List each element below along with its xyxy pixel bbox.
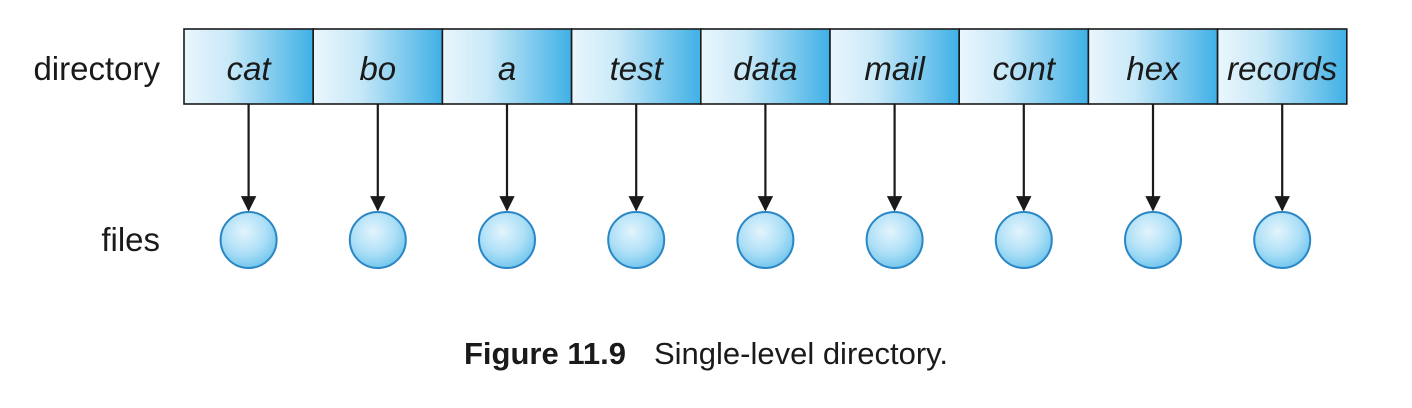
file-node-cont [994,211,1053,269]
file-node-data [736,211,795,269]
directory-entry-label: mail [864,50,926,87]
directory-entry-data: data [699,28,831,105]
file-node-hex [1124,211,1182,269]
file-node-bo [348,211,407,269]
file-nodes [219,211,1312,269]
directory-cell [312,28,444,105]
directory-entry-label: test [610,50,665,87]
file-node-a [478,211,536,269]
directory-entry-bo: bo [312,28,444,105]
directory-entry-cat: cat [183,28,314,105]
file-node-test [607,211,666,269]
directory-cell [1087,28,1219,105]
directory-entry-a: a [441,28,573,105]
figure-caption: Figure 11.9 Single-level directory. [0,336,1412,372]
single-level-directory-diagram: directory files cat bo a test data mail cont he… [33,28,1348,269]
directory-entry-label: data [733,50,797,87]
file-node-mail [865,211,924,269]
directory-entry-records: records [1216,28,1348,105]
directory-entry-label: cont [993,50,1057,87]
directory-entry-label: bo [359,50,396,87]
directory-entry-label: hex [1126,50,1181,87]
directory-cell [441,28,573,105]
figure-number: Figure 11.9 [463,336,626,371]
directory-entry-hex: hex [1087,28,1219,105]
directory-entry-test: test [570,28,702,105]
directory-entry-label: cat [227,50,273,87]
directory-entry-cont: cont [958,28,1090,105]
directory-row-label: directory [33,50,160,87]
directory-entry-mail: mail [829,28,960,105]
entry-arrows [240,104,1290,212]
file-node-records [1253,211,1312,269]
file-node-cat [219,211,278,269]
files-row-label: files [101,221,160,258]
directory-entry-label: records [1227,50,1337,87]
figure-caption-text: Single-level directory. [653,336,948,371]
directory-entries: cat bo a test data mail cont hex records [183,28,1348,105]
directory-cell [183,28,314,105]
directory-cell [829,28,960,105]
directory-entry-label: a [498,50,516,87]
